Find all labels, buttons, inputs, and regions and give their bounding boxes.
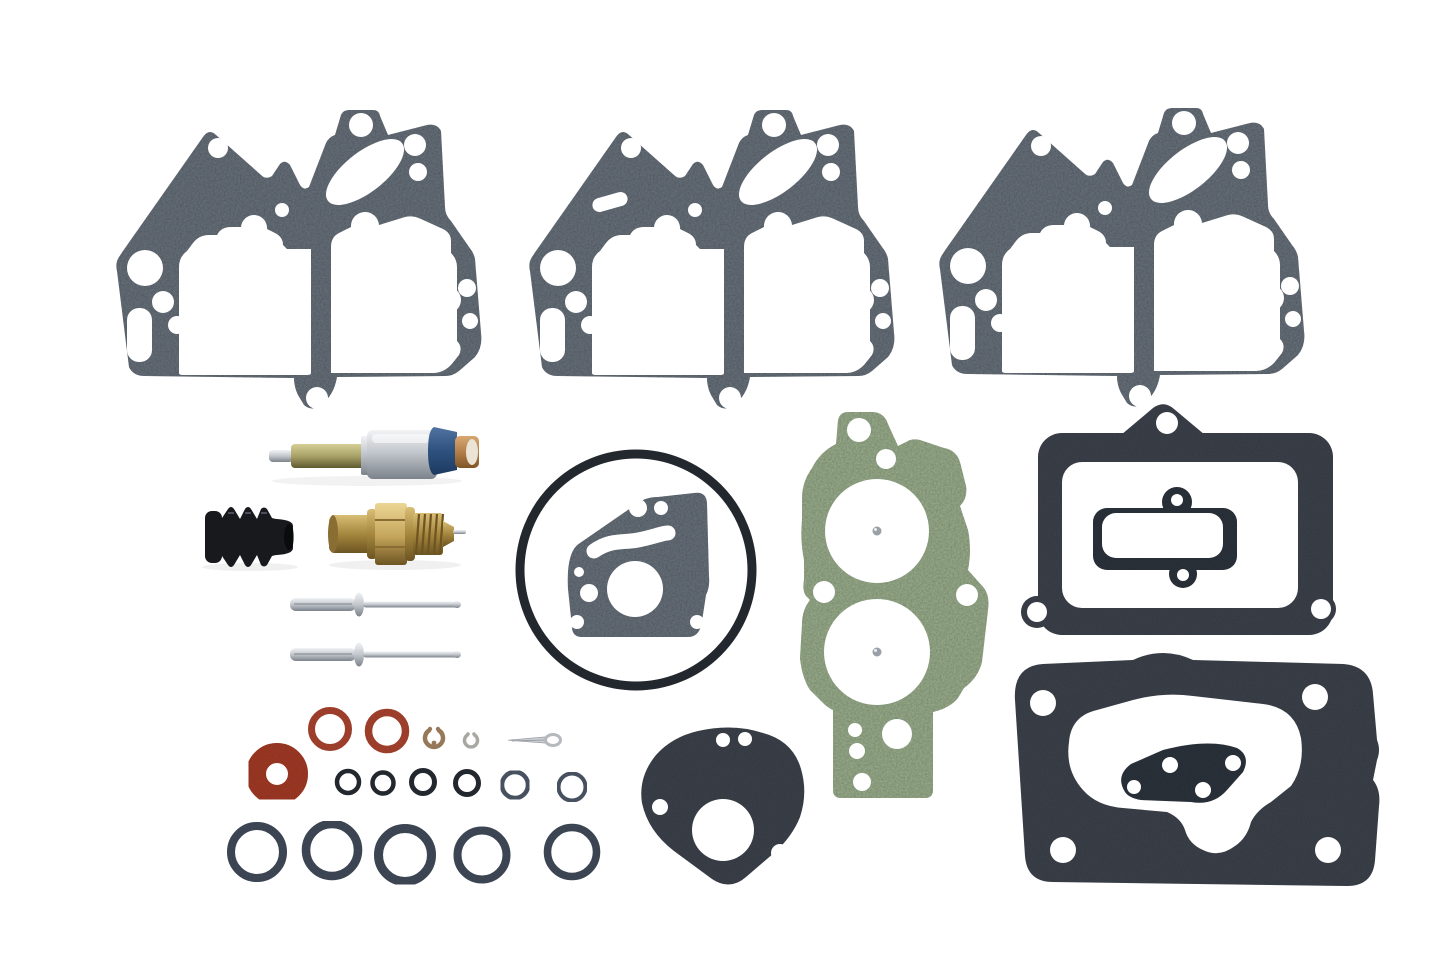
red-fiber-washer-large [246,743,308,805]
shadow [202,563,298,571]
pin-seam [511,739,545,742]
blind-rivet-1 [290,592,461,617]
four-hole-inner-gasket [1121,743,1246,803]
large-washer-1 [227,822,287,882]
plunger-pin [269,450,293,462]
boot-bellows [222,507,293,567]
cotter-pin [507,733,562,747]
large-washer-5 [543,823,601,881]
small-o-ring-1 [334,768,362,796]
green-diaphragm-gasket [800,412,989,798]
triangular-flange-gasket [641,727,805,885]
large-washer-4 [453,826,511,884]
rivet-flange [354,592,364,617]
check-ball-2 [872,647,882,657]
extra-slot [592,191,628,213]
large-washers [227,819,601,886]
slotted-inner-gasket [1093,487,1237,588]
boot-flange [205,511,222,563]
top-cover-gasket-2 [529,110,894,409]
rivet-mandrel [363,651,459,658]
red-fiber-washer-1 [308,707,352,751]
valve-body [329,515,373,553]
pin-loop [544,733,562,747]
accelerator-pump-plunger [269,427,479,486]
valve-end-face [328,515,338,553]
large-washer-3 [374,824,436,886]
rivet-mandrel [363,601,459,608]
ball-highlight [874,649,877,652]
slot [1102,513,1223,558]
top-cover-gasket-1 [116,110,481,409]
rivet-flange [354,642,364,667]
thread-lines [414,513,445,555]
mandrel-tip [453,601,461,608]
pump-diaphragm-gasket [567,492,710,637]
e-clip-1 [422,726,446,750]
small-o-ring-5 [499,769,531,801]
kidney-slot [586,525,676,559]
float-bowl-gasket [1014,653,1380,886]
valve-flange-right [405,507,415,561]
red-fiber-washer-2 [364,708,410,754]
e-clips [422,726,480,750]
hex-facets [375,519,407,548]
central-hole [692,799,754,861]
small-o-rings [334,768,588,803]
top-cover-gasket-3 [939,108,1304,407]
rubber-dust-boot [202,507,298,571]
small-o-ring-4 [453,769,481,797]
large-washer-2 [301,819,363,881]
valve-pin [453,530,466,534]
cylinder-highlight [372,434,430,443]
valve-hex-nut [375,503,407,565]
valve-tip [443,521,454,547]
boot-opening [284,524,294,550]
blind-rivets [290,592,461,667]
valve-flange-left [367,509,377,559]
needle-valve [328,503,466,570]
mandrel-tip [453,651,461,658]
small-o-ring-6 [556,771,588,803]
plunger-shaft [291,444,365,468]
small-o-ring-3 [409,768,437,796]
check-ball-1 [872,526,882,536]
blind-rivet-2 [290,642,461,667]
cream-tip [466,439,478,465]
large-o-ring [515,449,757,691]
e-clip-2 [462,732,480,749]
top-cover-gaskets [116,108,1304,409]
red-fiber-washers [246,707,410,805]
small-o-ring-2 [370,770,396,796]
blue-seal-cup [428,427,457,475]
ball-highlight [874,528,877,531]
